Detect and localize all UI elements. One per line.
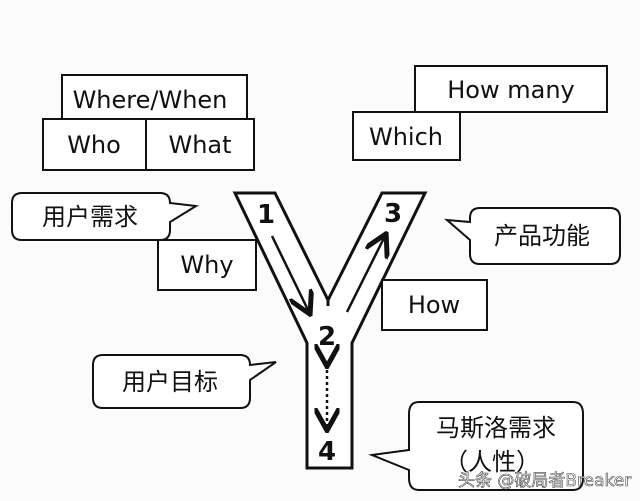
maslow-bubble: 马斯洛需求 （人性） <box>368 401 584 491</box>
user-goals-bubble: 用户目标 <box>92 354 277 409</box>
y-shape <box>232 191 428 470</box>
how-many-label: How many <box>447 76 575 104</box>
product-features-label: 产品功能 <box>494 222 590 250</box>
arrow-2-to-3 <box>345 236 385 313</box>
maslow-label-line1: 马斯洛需求 <box>436 414 556 442</box>
watermark: 头条 @破局者Breaker <box>458 471 631 491</box>
which-box: Which <box>352 111 461 161</box>
arrow-1-to-2 <box>270 235 309 312</box>
user-goals-label: 用户目标 <box>122 368 218 396</box>
who-box: Who <box>42 118 147 171</box>
who-label: Who <box>67 131 121 159</box>
user-needs-bubble: 用户需求 <box>11 192 199 241</box>
user-needs-label: 用户需求 <box>42 203 138 231</box>
maslow-label-line2: （人性） <box>444 448 540 476</box>
which-label: Which <box>369 123 443 151</box>
product-features-bubble: 产品功能 <box>444 207 621 265</box>
what-label: What <box>168 131 231 159</box>
step-number-1: 1 <box>257 200 275 230</box>
where-when-label: Where/When <box>73 86 228 114</box>
how-label: How <box>408 291 460 319</box>
step-number-4: 4 <box>318 437 336 467</box>
where-when-box: Where/When <box>61 74 248 120</box>
step-number-3: 3 <box>384 199 402 229</box>
why-box: Why <box>157 239 257 291</box>
what-box: What <box>145 118 255 171</box>
how-many-box: How many <box>414 65 608 113</box>
why-label: Why <box>180 251 233 279</box>
step-number-2: 2 <box>318 322 336 352</box>
how-box: How <box>381 279 488 331</box>
